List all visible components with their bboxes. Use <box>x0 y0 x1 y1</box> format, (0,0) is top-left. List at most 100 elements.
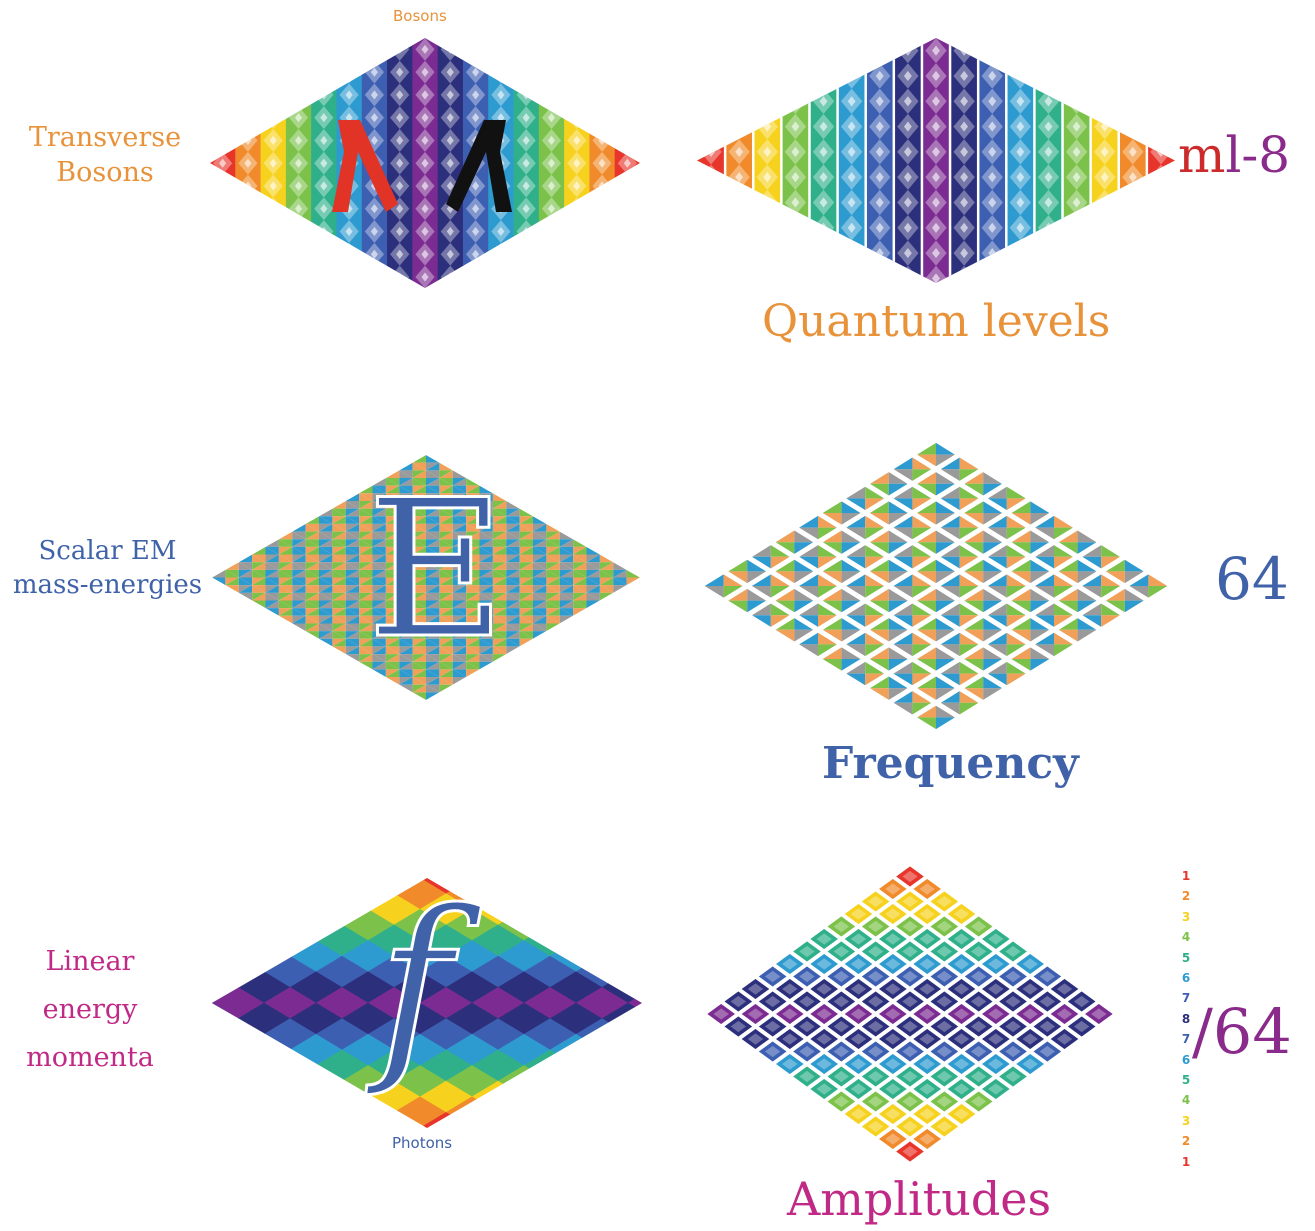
amplitude-cell <box>1047 1026 1082 1052</box>
stripe-lozenge <box>415 288 434 311</box>
stripe-dot <box>1016 70 1025 82</box>
tile-cell <box>399 493 413 501</box>
tile-outline <box>914 674 958 702</box>
stripe-lozenge <box>1065 215 1088 241</box>
stripe-dot <box>269 158 277 168</box>
stripe-lozenge <box>812 240 835 266</box>
tile-cell <box>426 600 440 609</box>
amplitude-cell <box>875 901 910 927</box>
tile-outline <box>890 660 935 688</box>
stripe-lozenge <box>617 83 637 107</box>
stripe-dot <box>903 222 912 233</box>
stripe-lozenge <box>1094 38 1116 64</box>
tile-outline <box>843 601 887 629</box>
stripe-lozenge <box>465 265 486 288</box>
amplitude-cell <box>978 1076 1013 1102</box>
tile-outline <box>819 557 864 585</box>
stripe-dot <box>294 204 303 214</box>
stripe-dot <box>1016 121 1025 132</box>
stripe-dot <box>548 295 555 304</box>
stripe-lozenge <box>542 288 561 311</box>
amplitude-inner <box>902 1070 918 1083</box>
photon-cell <box>654 878 706 909</box>
tile-cell <box>372 661 386 670</box>
tile-cell <box>888 588 910 601</box>
tile-outline <box>772 587 817 615</box>
tile-cell <box>599 592 614 601</box>
stripe-lozenge <box>213 288 232 311</box>
tile-cell <box>452 654 467 662</box>
tile-cell <box>265 554 279 563</box>
stripe-dot <box>735 273 744 283</box>
tile-cell <box>959 586 980 599</box>
stripe-lozenge <box>728 215 750 241</box>
tile-cell <box>466 523 480 532</box>
amplitude-cell <box>841 951 876 977</box>
tile-cell <box>399 677 413 685</box>
stripe-dot <box>269 181 277 191</box>
stripe-dot <box>522 113 530 123</box>
amplitude-inner <box>799 1070 815 1083</box>
tile-outline <box>749 601 793 629</box>
tile-cell <box>359 562 373 570</box>
tile-cell <box>399 562 413 570</box>
amplitude-cell <box>875 1076 910 1102</box>
photon-cell <box>212 893 213 926</box>
amplitude-cell <box>892 864 928 889</box>
amplitude-cell <box>875 1101 910 1127</box>
tile-cell <box>821 588 842 601</box>
tile-cell <box>412 677 426 685</box>
tile-cell <box>372 654 386 662</box>
tile-cell <box>546 562 560 570</box>
amplitude-cell <box>944 1076 979 1102</box>
tile-outline <box>1032 572 1076 600</box>
amplitude-inner <box>988 1033 1004 1045</box>
stripe-lozenge <box>1150 240 1172 266</box>
stripe-dot <box>573 113 581 123</box>
stripe-lozenge <box>1122 240 1144 266</box>
stripe-dot <box>1016 146 1025 157</box>
tile-cell <box>332 516 346 524</box>
tile-cell <box>439 677 453 685</box>
photon-cell <box>549 1065 603 1098</box>
tile-cell <box>345 569 360 578</box>
stripe-lozenge <box>567 265 587 288</box>
amplitude-cell <box>858 939 893 964</box>
tile-cell <box>399 631 413 639</box>
photon-cell <box>575 878 629 894</box>
stripe-dot <box>791 96 800 107</box>
tile-cell <box>492 585 507 593</box>
tile-cell <box>492 569 507 578</box>
stripe-lozenge <box>238 197 258 221</box>
amplitude-inner <box>988 958 1004 970</box>
tile-outline <box>961 616 1005 644</box>
tile-cell <box>399 654 413 662</box>
stripe-lozenge <box>840 265 863 283</box>
tile-cell <box>939 469 960 482</box>
tile-cell <box>252 569 266 578</box>
stripe-lozenge <box>213 220 233 243</box>
tile-cell <box>305 554 319 563</box>
amplitude-cell <box>910 901 945 927</box>
amplitude-cell <box>721 1014 756 1039</box>
amplitude-inner <box>902 920 918 933</box>
tile-cell <box>292 615 306 624</box>
amplitude-inner <box>970 1045 987 1058</box>
tile-cell <box>506 615 520 624</box>
tile-cell <box>492 623 507 632</box>
stripe-dot <box>875 172 884 183</box>
tile-cell <box>533 608 547 616</box>
tile-cell <box>292 569 306 578</box>
stripe-lozenge <box>491 38 511 61</box>
stripe-dot <box>791 197 800 208</box>
amplitude-cell <box>858 1089 893 1114</box>
stripe-lozenge <box>1122 265 1144 283</box>
tile-cell <box>292 577 306 586</box>
tile-outline <box>985 543 1029 571</box>
tile-cell <box>546 600 560 609</box>
tile-cell <box>372 585 386 593</box>
amplitude-cell <box>875 951 910 977</box>
tile-outline <box>890 601 935 629</box>
stripe-dot <box>903 121 912 132</box>
